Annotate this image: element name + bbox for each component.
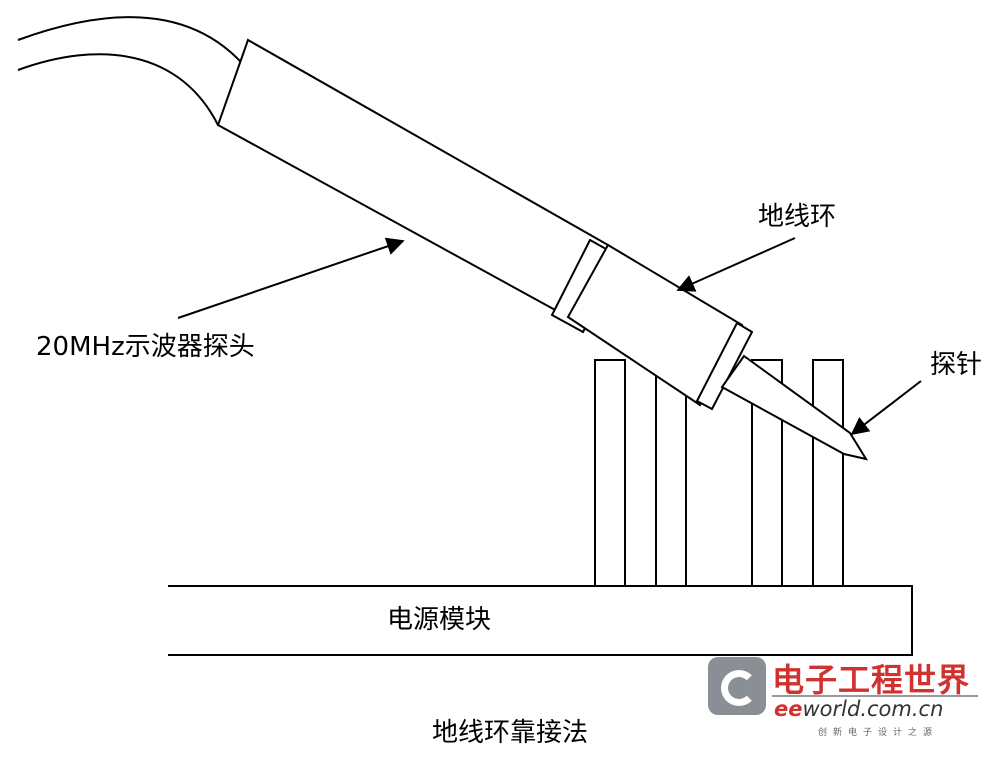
eeworld-watermark-logo: 电子工程世界 eeworld.com.cn 创新电子设计之源 [708,655,988,738]
probe-label: 20MHz示波器探头 [36,332,255,362]
module-pin [812,359,844,587]
tip-arrow [850,380,922,436]
watermark-divider [772,695,978,697]
tip-label: 探针 [930,350,983,380]
watermark-domain-prefix: ee [774,697,803,721]
eeworld-logo-icon [708,657,766,715]
watermark-tagline: 创新电子设计之源 [818,728,939,738]
diagram-caption: 地线环靠接法 [432,718,589,748]
probe-arrow [177,237,405,319]
probe-collar [695,321,754,411]
ground-ring-label: 地线环 [758,202,837,232]
ground-ring-arrow [676,237,796,292]
watermark-domain: eeworld.com.cn [774,697,943,721]
module-pin [594,359,626,587]
probe-cable-lower [17,53,219,126]
probe-body [216,38,610,319]
probe-cable-upper [17,16,249,71]
probe-shaft [566,243,744,407]
power-module-base [168,585,913,656]
module-pin [655,359,687,587]
watermark-domain-rest: world.com.cn [802,697,944,721]
probe-tip [720,354,869,461]
power-module-label: 电源模块 [387,605,492,635]
watermark-chinese-name: 电子工程世界 [772,661,971,699]
